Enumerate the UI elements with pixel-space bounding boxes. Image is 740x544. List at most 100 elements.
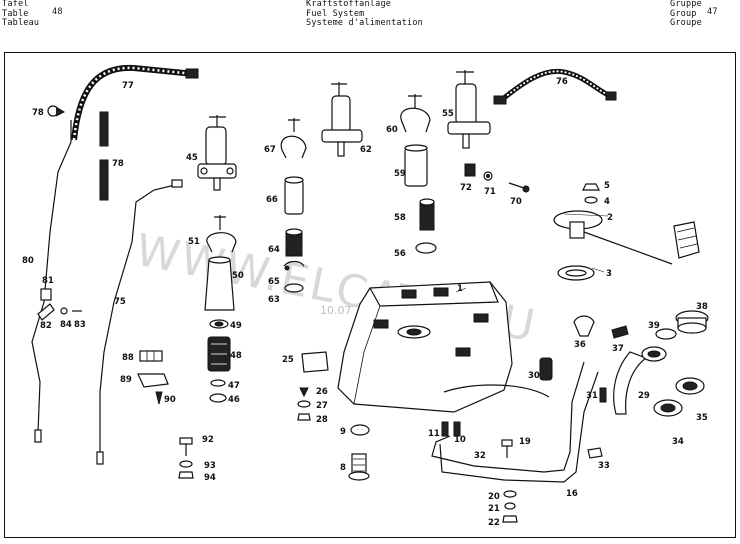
bracket-25 [301, 351, 329, 373]
part-label: 84 [60, 320, 72, 330]
grommet-36 [573, 315, 595, 337]
title-fr: Systeme d'alimentation [306, 18, 423, 28]
clip-72 [464, 163, 476, 177]
part-label: 29 [638, 391, 650, 401]
hose-clip-78 [47, 105, 66, 117]
part-label: 63 [268, 295, 280, 305]
part-labels: 1 2 3 4 5 8 9 10 11 16 19 20 21 22 25 26… [22, 77, 708, 528]
header-group-fr: Groupe [670, 18, 702, 28]
clamp-67 [280, 118, 307, 159]
part-label: 16 [566, 489, 578, 499]
filler-neck-29 [613, 346, 667, 415]
hose-30 [539, 357, 553, 381]
part-label: 32 [474, 451, 486, 461]
nut-22 [502, 515, 518, 523]
fuel-tank-1 [337, 281, 550, 413]
filter-64 [285, 228, 303, 257]
washer-27 [297, 400, 311, 408]
boot-34 [653, 399, 683, 417]
part-label: 66 [266, 195, 278, 205]
part-label: 20 [488, 492, 500, 502]
fuel-hose-76 [493, 68, 617, 105]
part-label: 48 [230, 351, 242, 361]
clamp-81 [40, 288, 52, 301]
part-label: 21 [488, 504, 500, 514]
header-table-labels: Tafel Table Tableau [2, 0, 39, 29]
filter-bowl-50 [204, 256, 235, 311]
part-label: 64 [268, 245, 280, 255]
part-label: 9 [340, 427, 346, 437]
part-label: 3 [606, 269, 612, 279]
washer-84 [60, 307, 68, 315]
hose-clamp-33 [587, 447, 603, 459]
part-label: 90 [164, 395, 176, 405]
fuel-line-80 [31, 120, 72, 443]
part-label: 25 [282, 355, 294, 365]
part-label: 31 [586, 391, 598, 401]
part-label: 58 [394, 213, 406, 223]
part-label: 30 [528, 371, 540, 381]
part-label: 37 [612, 344, 624, 354]
part-label: 59 [394, 169, 406, 179]
part-label: 60 [386, 125, 398, 135]
part-label: 62 [360, 145, 372, 155]
bolt-92 [179, 437, 193, 456]
part-label: 55 [442, 109, 454, 119]
washer-21 [504, 502, 516, 510]
header-table-fr: Tableau [2, 18, 40, 28]
leader-lines [455, 213, 609, 293]
bracket-82 [37, 303, 55, 321]
part-label: 26 [316, 387, 328, 397]
part-label: 75 [114, 297, 126, 307]
header-title: Kraftstoffanlage Fuel System Systeme d'a… [306, 0, 423, 29]
header-table-de: Tafel [2, 0, 29, 9]
part-label: 50 [232, 271, 244, 281]
hose-10 [453, 421, 461, 437]
table-number: 48 [52, 7, 63, 17]
part-label: 56 [394, 249, 406, 259]
title-de: Kraftstoffanlage [306, 0, 392, 9]
fuel-valve-45 [197, 115, 237, 191]
nut-94 [178, 471, 194, 479]
seal-47 [210, 379, 226, 387]
part-label: 76 [556, 77, 568, 87]
return-line-32 [431, 361, 585, 473]
screw-90 [155, 391, 163, 405]
clamp-60 [400, 94, 431, 133]
diagram-frame [4, 52, 736, 538]
part-label: 38 [696, 302, 708, 312]
part-label: 81 [42, 276, 54, 286]
part-label: 88 [122, 353, 134, 363]
fuel-hose-77 [71, 64, 199, 141]
washer-4 [584, 196, 598, 204]
title-en: Fuel System [306, 8, 365, 19]
part-label: 4 [604, 197, 610, 207]
part-label: 33 [598, 461, 610, 471]
filter-58 [419, 198, 435, 231]
bowl-66 [284, 176, 304, 215]
part-label: 19 [519, 437, 531, 447]
part-label: 65 [268, 277, 280, 287]
nut-5 [582, 183, 600, 191]
gasket-3 [557, 265, 595, 281]
drain-plug-8 [348, 453, 370, 481]
hose-31 [599, 387, 607, 403]
part-label: 45 [186, 153, 198, 163]
part-label: 34 [672, 437, 684, 447]
part-label: 70 [510, 197, 522, 207]
part-label: 83 [74, 320, 86, 330]
washer-71 [483, 171, 493, 181]
part-label: 27 [316, 401, 328, 411]
seal-ring-9 [350, 424, 370, 436]
part-label: 49 [230, 321, 242, 331]
watermark-date: 10.07 [320, 304, 352, 317]
spring-65 [283, 260, 305, 271]
fuel-gauge-sender-2 [553, 210, 700, 265]
gasket-56 [415, 242, 437, 254]
bowl-59 [404, 144, 428, 187]
part-label: 82 [40, 321, 52, 331]
filter-element-48 [207, 336, 231, 372]
part-label: 1 [457, 284, 463, 294]
spring-49 [209, 319, 229, 329]
gasket-46 [209, 393, 227, 403]
